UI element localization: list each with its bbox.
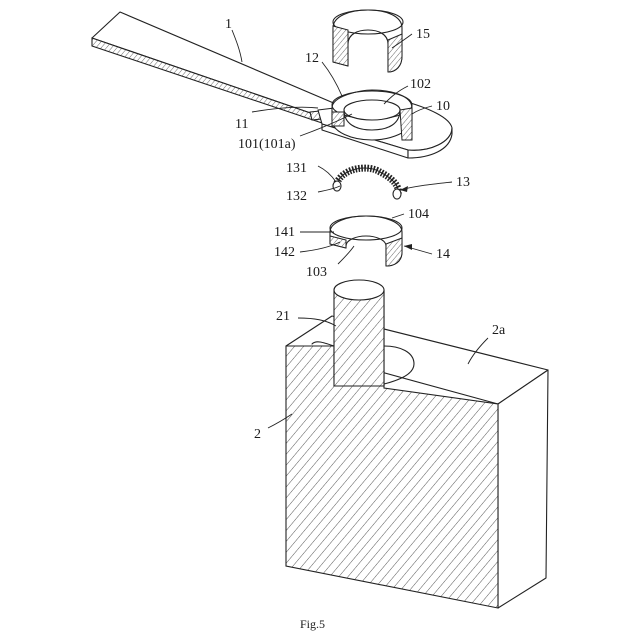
- label-plate-10: 10: [436, 99, 450, 114]
- label-seal-142: 142: [274, 245, 295, 260]
- label-body-2: 2: [254, 427, 261, 442]
- label-hole-102: 102: [410, 77, 431, 92]
- label-spring-13: 13: [456, 175, 470, 190]
- top-ring: [333, 10, 403, 72]
- label-seal-104: 104: [408, 207, 429, 222]
- terminal-post: [334, 280, 384, 386]
- label-plate: 1: [225, 17, 232, 32]
- label-terminal-21: 21: [276, 309, 290, 324]
- label-seal-103: 103: [306, 265, 327, 280]
- label-boss-12: 12: [305, 51, 319, 66]
- label-seal-141: 141: [274, 225, 295, 240]
- label-spring-end-131: 131: [286, 161, 307, 176]
- label-seal-14: 14: [436, 247, 450, 262]
- coil-spring: [333, 168, 401, 199]
- label-body-top-2a: 2a: [492, 323, 506, 338]
- figure-caption: Fig.5: [300, 617, 325, 631]
- label-edge-11: 11: [235, 117, 248, 132]
- seal-ring: [330, 216, 402, 266]
- plate-with-hole: [318, 90, 452, 158]
- label-ring-15: 15: [416, 27, 430, 42]
- label-hole-101: 101(101a): [238, 137, 296, 152]
- seal-arrowhead: [404, 244, 412, 250]
- label-spring-coil-132: 132: [286, 189, 307, 204]
- battery-body: [286, 316, 548, 608]
